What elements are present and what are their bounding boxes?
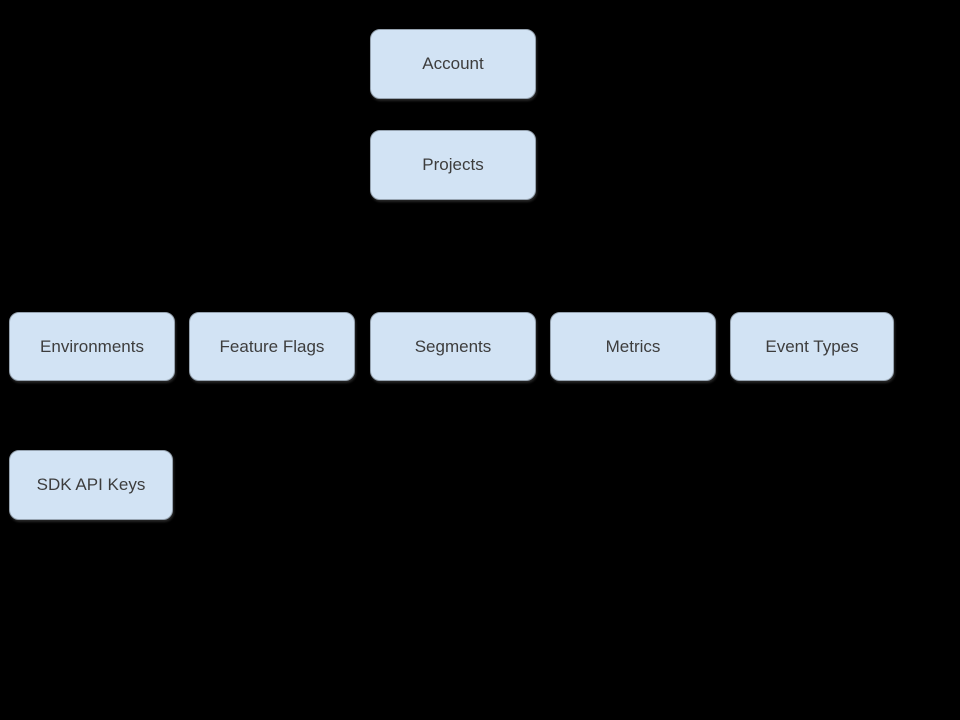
node-environments: Environments [9,312,175,381]
node-feature-flags: Feature Flags [189,312,355,381]
node-metrics-label: Metrics [605,336,661,356]
node-projects-label: Projects [422,155,484,174]
node-event-types: Event Types [730,312,894,381]
node-metrics: Metrics [550,312,716,381]
node-segments: Segments [370,312,536,381]
node-sdk-api-keys: SDK API Keys [9,450,173,520]
node-projects: Projects [370,130,536,200]
node-segments-label: Segments [414,336,492,356]
node-environments-label: Environments [40,336,144,356]
node-account-label: Account [422,54,484,73]
node-sdk-api-keys-label: SDK API Keys [36,475,146,494]
node-feature-flags-label: Feature Flags [219,336,325,356]
node-account: Account [370,29,536,99]
node-event-types-label: Event Types [765,336,859,356]
